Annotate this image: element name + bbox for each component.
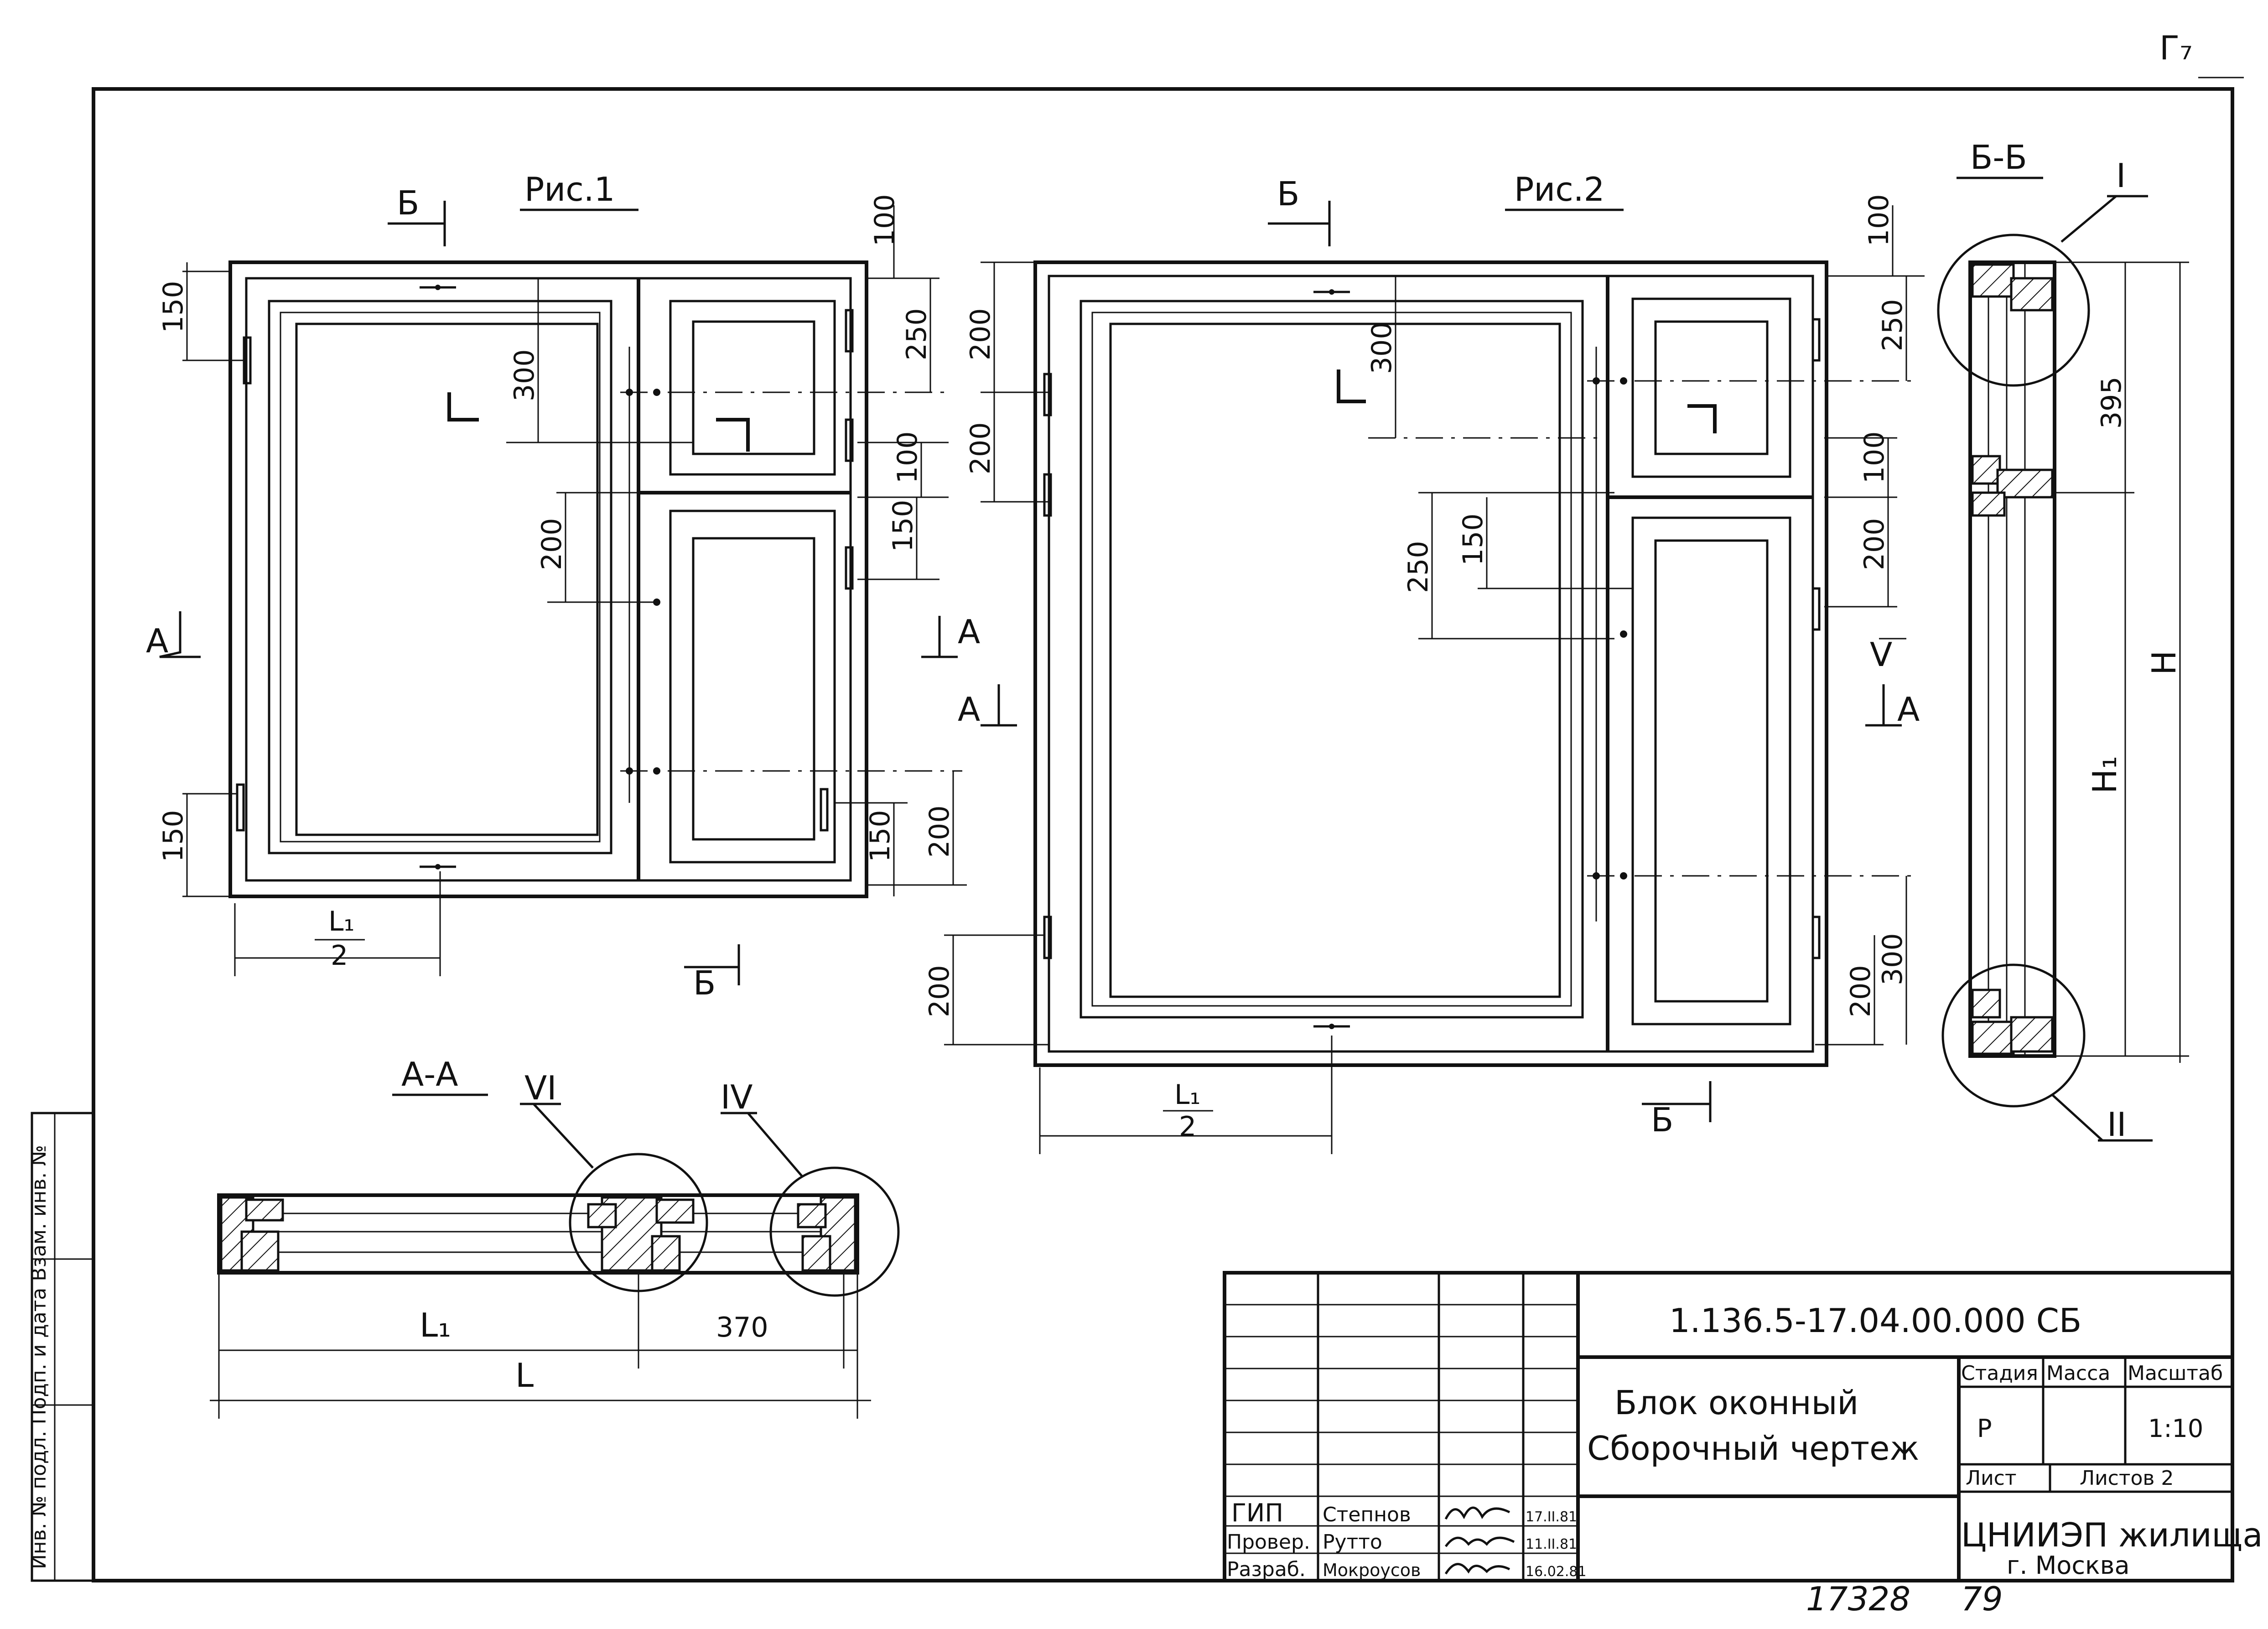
stamp-date-1: 11.II.81 — [1526, 1536, 1577, 1552]
fig2-dim-200-right: 200 — [1858, 518, 1890, 570]
stamp-name-1: Рутто — [1323, 1530, 1382, 1554]
fig1-dim-l1: L₁ — [328, 906, 354, 937]
stamp-org-line2: г. Москва — [2007, 1551, 2130, 1580]
section-bb: Б-Б I II 395 H₁ H — [1937, 138, 2189, 1144]
fig1-dim-300: 300 — [509, 349, 540, 401]
stamp-role-2: Разраб. — [1227, 1558, 1306, 1581]
stamp-v-stage: Р — [1977, 1414, 1992, 1443]
fig2-dim-300-top: 300 — [1366, 322, 1398, 374]
fig1-dim-150-top-left: 150 — [157, 281, 189, 333]
fig2-dim-250-mid: 250 — [1402, 541, 1434, 593]
fig2-mark-b-top: Б — [1277, 175, 1299, 213]
corner-mark: Г₇ — [2159, 29, 2193, 67]
footer-left-number: 17328 — [1806, 1580, 1910, 1618]
stamp-h-stage: Стадия — [1961, 1362, 2038, 1385]
fig1-dim-100-top-right: 100 — [869, 194, 901, 246]
fig1-dim-half: 2 — [331, 940, 348, 972]
signature-0 — [1444, 1506, 1510, 1520]
stamp-date-0: 17.II.81 — [1526, 1509, 1577, 1525]
fig2-dim-100-right: 100 — [1858, 431, 1890, 484]
fig1-dim-150-bottom-right: 150 — [864, 810, 896, 862]
title-block: 1.136.5-17.04.00.000 СБ Блок оконный Сбо… — [1223, 1271, 2263, 1582]
fig2-dim-250-top-right: 250 — [1877, 299, 1909, 351]
section-bb-dim-395: 395 — [2096, 376, 2128, 429]
fig1-dim-250: 250 — [901, 308, 933, 360]
fig1-dim-200-mid: 200 — [536, 518, 568, 570]
fig2-mark-a-right: А — [1897, 690, 1920, 729]
stamp-v-scale: 1:10 — [2148, 1414, 2203, 1443]
section-aa-dim-l: L — [515, 1356, 534, 1395]
stamp-role-0: ГИП — [1231, 1499, 1283, 1527]
stamp-doc-code: 1.136.5-17.04.00.000 СБ — [1669, 1301, 2081, 1340]
fig2-dim-200-top-left: 200 — [965, 308, 996, 360]
fig2-dim-l1: L₁ — [1174, 1079, 1200, 1111]
fig1-mark-b-bottom: Б — [693, 964, 716, 1002]
stamp-name-0: Степнов — [1323, 1503, 1411, 1526]
stamp-org-line1: ЦНИИЭП жилища — [1961, 1516, 2263, 1554]
section-aa-title: А-А — [401, 1055, 458, 1093]
section-aa: А-А VI IV L₁ 370 L — [210, 1055, 900, 1419]
fig1-dim-200-bottom: 200 — [924, 805, 955, 858]
footer-right-number: 79 — [1961, 1580, 2003, 1618]
stamp-name-2: Мокроусов — [1323, 1560, 1421, 1580]
fig2-mark-b-bottom: Б — [1651, 1101, 1673, 1139]
fig2-dim-300-bottom-right: 300 — [1877, 933, 1909, 985]
fig2-title: Рис.2 — [1514, 170, 1605, 208]
side-strip: Инв. № подл. Подп. и дата Взам. инв. № — [27, 1112, 95, 1582]
stamp-h-scale: Масштаб — [2128, 1362, 2223, 1385]
signature-1 — [1444, 1536, 1515, 1547]
fig1-dim-150-bottom-left: 150 — [157, 810, 189, 862]
fig1-dim-100-mid: 100 — [892, 431, 924, 484]
signature-2 — [1444, 1563, 1510, 1575]
fig1-dim-150-right: 150 — [887, 500, 919, 552]
fig2-dim-200-mid-left: 200 — [965, 422, 996, 474]
fig2-dim-100-top: 100 — [1863, 194, 1895, 246]
fig1-title: Рис.1 — [524, 170, 615, 208]
stamp-role-1: Провер. — [1227, 1530, 1310, 1554]
fig2-mark-a-left: А — [958, 690, 980, 729]
stamp-title-line2: Сборочный чертеж — [1587, 1429, 1919, 1468]
section-aa-dim-l1: L₁ — [420, 1306, 451, 1344]
fig2-dim-half: 2 — [1179, 1111, 1196, 1143]
fig2-dim-150-mid: 150 — [1457, 513, 1489, 566]
stamp-title-line1: Блок оконный — [1614, 1384, 1858, 1422]
stamp-h-sheet: Лист — [1966, 1467, 2017, 1490]
side-strip-label: Инв. № подл. Подп. и дата Взам. инв. № — [27, 1145, 51, 1569]
fig1-mark-a-left: А — [146, 622, 168, 660]
sheet-border: Г₇ — [92, 29, 2244, 1582]
fig2-dim-200-bottom-left: 200 — [924, 965, 955, 1017]
fig1-mark-a-right: А — [958, 613, 980, 651]
stamp-date-2: 16.02.81 — [1526, 1564, 1587, 1580]
section-aa-dim-370: 370 — [716, 1312, 768, 1343]
section-aa-node-vi: VI — [524, 1069, 557, 1107]
section-bb-dim-h1: H₁ — [2086, 756, 2124, 794]
fig1: Рис.1 — [146, 170, 980, 1002]
fig1-mark-b-top: Б — [397, 184, 419, 222]
section-bb-node-i: I — [2116, 156, 2126, 195]
section-bb-node-ii: II — [2107, 1105, 2126, 1144]
stamp-h-sheets: Листов 2 — [2080, 1467, 2174, 1490]
fig2-node-v: V — [1870, 635, 1892, 674]
stamp-h-mass: Масса — [2046, 1362, 2110, 1385]
section-bb-dim-h: H — [2145, 651, 2183, 675]
fig2-dim-200-bottom-right: 200 — [1845, 965, 1877, 1017]
section-bb-title: Б-Б — [1970, 138, 2027, 177]
section-aa-node-iv: IV — [721, 1078, 753, 1116]
fig2: Рис.2 Б Б А — [924, 170, 1925, 1154]
